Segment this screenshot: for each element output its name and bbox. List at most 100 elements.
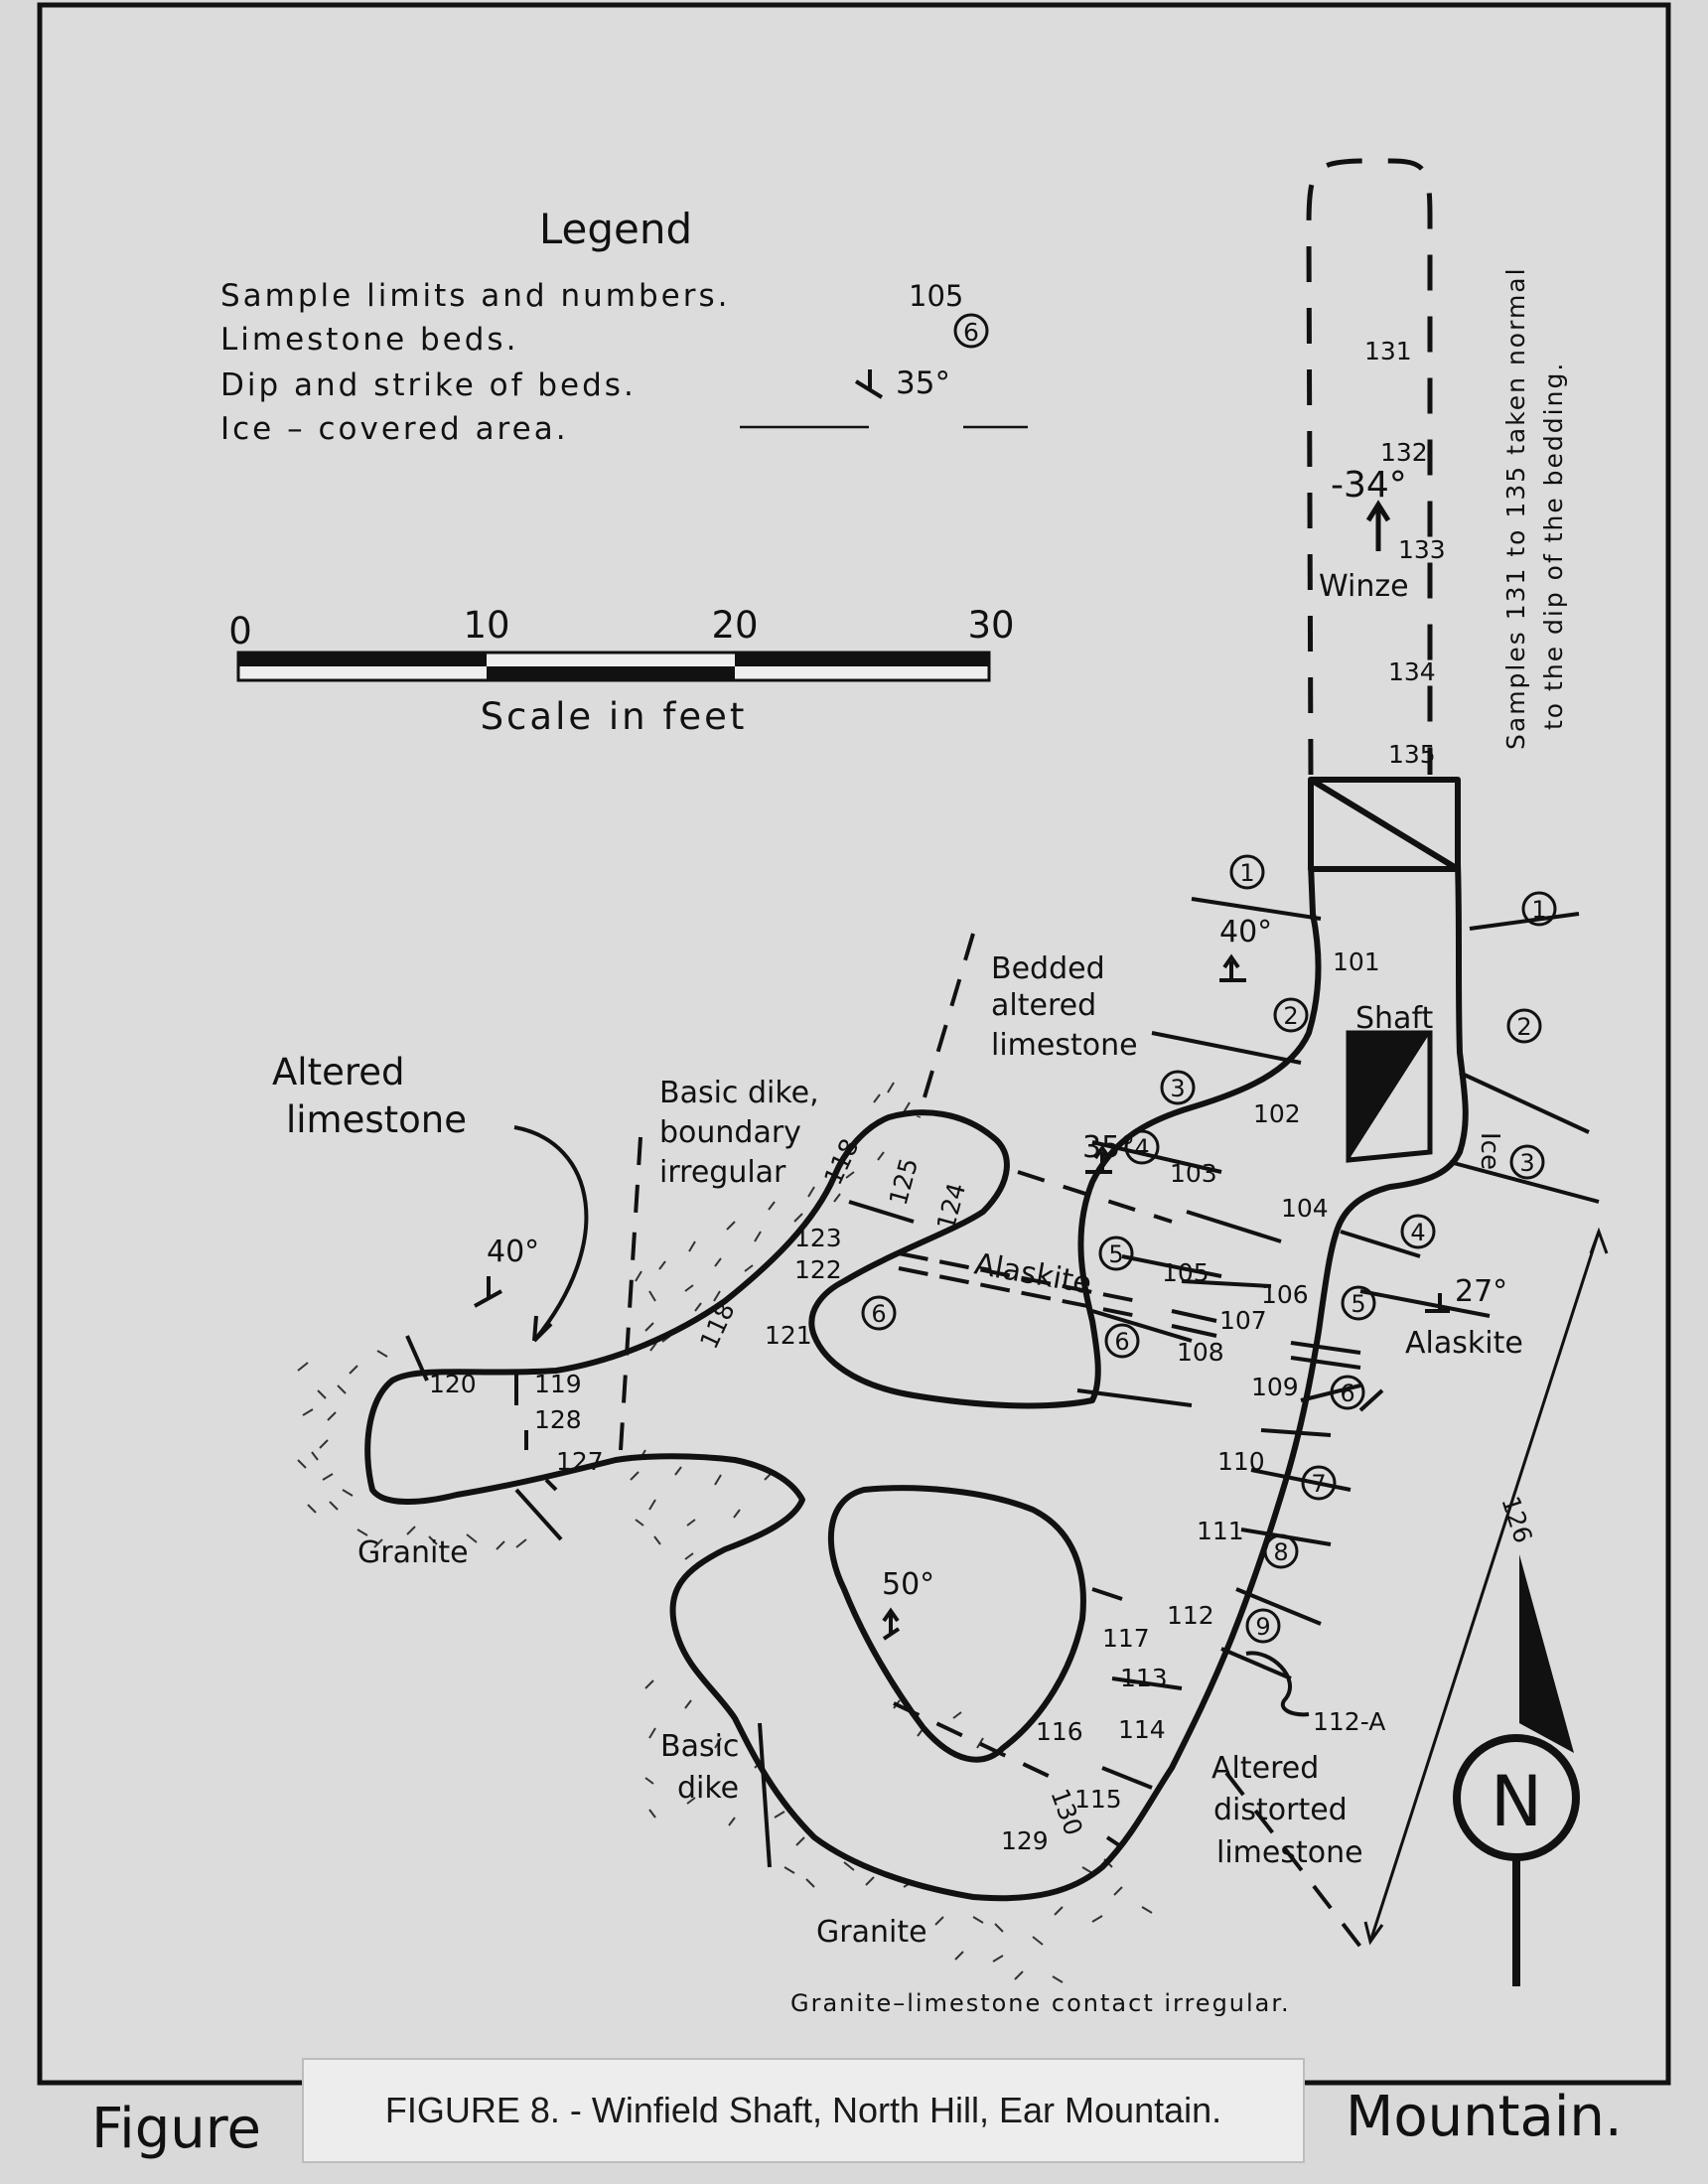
bed-2-left: 2	[1273, 997, 1309, 1033]
sample-106: 106	[1261, 1280, 1309, 1309]
svg-text:9: 9	[1255, 1613, 1270, 1641]
svg-text:1: 1	[1531, 896, 1546, 924]
svg-text:4: 4	[1410, 1219, 1425, 1246]
label-basic-dike-line2: boundary	[659, 1115, 801, 1150]
sample-131: 131	[1364, 337, 1412, 365]
sample-101: 101	[1333, 947, 1380, 976]
north-letter: N	[1491, 1761, 1542, 1842]
svg-text:3: 3	[1170, 1075, 1185, 1102]
svg-text:6: 6	[1114, 1328, 1129, 1356]
sample-120: 120	[429, 1370, 477, 1398]
sample-132: 132	[1380, 438, 1428, 467]
bed-4-right: 4	[1400, 1214, 1436, 1249]
bed-8: 8	[1263, 1533, 1299, 1569]
shaft-symbol	[1346, 1030, 1433, 1163]
svg-text:2: 2	[1283, 1002, 1298, 1030]
sample-135: 135	[1388, 740, 1436, 769]
legend-dip-strike-icon	[854, 369, 884, 399]
legend-symbol-sample: 105	[909, 279, 963, 313]
sample-134: 134	[1388, 657, 1436, 686]
legend-row-beds: Limestone beds.	[220, 322, 518, 358]
scale-tick-20: 20	[711, 604, 758, 647]
label-dip-27: 27°	[1455, 1274, 1507, 1309]
legend-row-ice: Ice – covered area.	[220, 411, 569, 447]
label-bedded-line2: altered	[991, 988, 1096, 1023]
figure-caption: FIGURE 8. - Winfield Shaft, North Hill, …	[384, 2090, 1222, 2130]
svg-text:4: 4	[1134, 1134, 1149, 1162]
sample-107: 107	[1219, 1306, 1267, 1335]
winze-arrow	[1365, 500, 1391, 551]
svg-text:1: 1	[1239, 859, 1254, 887]
sample-numbers: 101 102 103 104 105 106 107 108 109 110 …	[429, 337, 1538, 1855]
svg-text:6: 6	[1340, 1380, 1354, 1407]
sample-113: 113	[1120, 1664, 1168, 1692]
sample-121: 121	[765, 1321, 812, 1350]
callout-arrows	[513, 1125, 1384, 1717]
bed-1-left: 1	[1229, 854, 1265, 890]
label-altered-line2: limestone	[286, 1098, 467, 1141]
under-caption-left: Figure	[91, 2097, 261, 2161]
north-arrow: N	[1453, 1554, 1580, 1986]
scale-label: Scale in feet	[481, 695, 748, 738]
sample-122: 122	[794, 1255, 842, 1284]
bed-3-right: 3	[1509, 1144, 1545, 1180]
legend-symbol-bed: 6	[963, 318, 979, 347]
sample-111: 111	[1197, 1517, 1244, 1545]
legend-row-dip: Dip and strike of beds.	[220, 367, 637, 403]
sample-115: 115	[1074, 1785, 1122, 1814]
label-altered-distorted-line3: limestone	[1216, 1835, 1363, 1870]
label-altered-distorted-line1: Altered	[1211, 1751, 1319, 1786]
granite-hatch-bottom	[774, 1811, 1153, 1983]
bed-5-right: 5	[1341, 1285, 1376, 1321]
svg-text:5: 5	[1108, 1240, 1123, 1268]
scale-tick-10: 10	[463, 604, 509, 647]
bed-numbers: 1 1 2 2 3 3 4 4 5 5 6 6 6 7 8 9	[861, 854, 1557, 1644]
bed-2-right: 2	[1506, 1008, 1542, 1044]
bed-lines	[405, 897, 1600, 1868]
label-winze-angle: -34°	[1331, 465, 1407, 506]
winze-outline	[1306, 158, 1433, 776]
label-dip-50: 50°	[882, 1567, 934, 1602]
label-dip-40-left: 40°	[487, 1235, 539, 1269]
label-granite-bottom: Granite	[816, 1915, 927, 1950]
workings-outline	[364, 777, 1469, 1902]
sample-112a: 112-A	[1313, 1707, 1385, 1736]
sample-123: 123	[794, 1224, 842, 1252]
label-bedded-line3: limestone	[991, 1028, 1138, 1063]
label-altered-distorted-line2: distorted	[1213, 1793, 1348, 1827]
granite-hatch-left	[297, 1350, 527, 1550]
bed-6-right: 6	[1330, 1375, 1365, 1410]
sample-103: 103	[1170, 1159, 1217, 1188]
label-granite-left: Granite	[357, 1535, 469, 1570]
svg-text:2: 2	[1516, 1013, 1531, 1041]
measurement-126	[1363, 1227, 1609, 1946]
samples-note-line1: Samples 131 to 135 taken normal	[1501, 266, 1530, 750]
alaskite-dikes	[898, 1251, 1361, 1370]
dashed-boundaries	[619, 933, 1362, 1949]
svg-text:5: 5	[1351, 1290, 1365, 1318]
sample-102: 102	[1253, 1099, 1301, 1128]
bed-6-middle: 6	[1104, 1323, 1140, 1359]
label-alaskite-right: Alaskite	[1405, 1326, 1523, 1361]
scale-segment-2	[487, 666, 735, 680]
under-caption-right: Mountain.	[1346, 2085, 1623, 2149]
label-contact-note: Granite–limestone contact irregular.	[790, 1989, 1291, 2017]
sample-110: 110	[1217, 1447, 1265, 1476]
label-basic-dike-line1: Basic dike,	[659, 1076, 819, 1110]
label-bedded-line1: Bedded	[991, 951, 1105, 986]
bed-1-right: 1	[1521, 891, 1557, 927]
legend-symbol-dip: 35°	[896, 365, 950, 401]
label-dip-40-top: 40°	[1219, 915, 1272, 949]
label-altered-line1: Altered	[272, 1051, 405, 1093]
label-winze: Winze	[1319, 569, 1409, 604]
legend-title: Legend	[539, 205, 692, 253]
bed-5-left: 5	[1098, 1236, 1134, 1271]
map-labels: Altered limestone 40° Basic dike, bounda…	[272, 266, 1568, 2017]
figure-caption-box: FIGURE 8. - Winfield Shaft, North Hill, …	[302, 2058, 1305, 2163]
legend: Legend Sample limits and numbers. 105 Li…	[220, 205, 1028, 447]
dip-symbols	[474, 953, 1450, 1641]
sample-112: 112	[1167, 1601, 1214, 1630]
bed-9: 9	[1245, 1608, 1281, 1644]
label-basic-dike-lower2: dike	[677, 1771, 739, 1806]
